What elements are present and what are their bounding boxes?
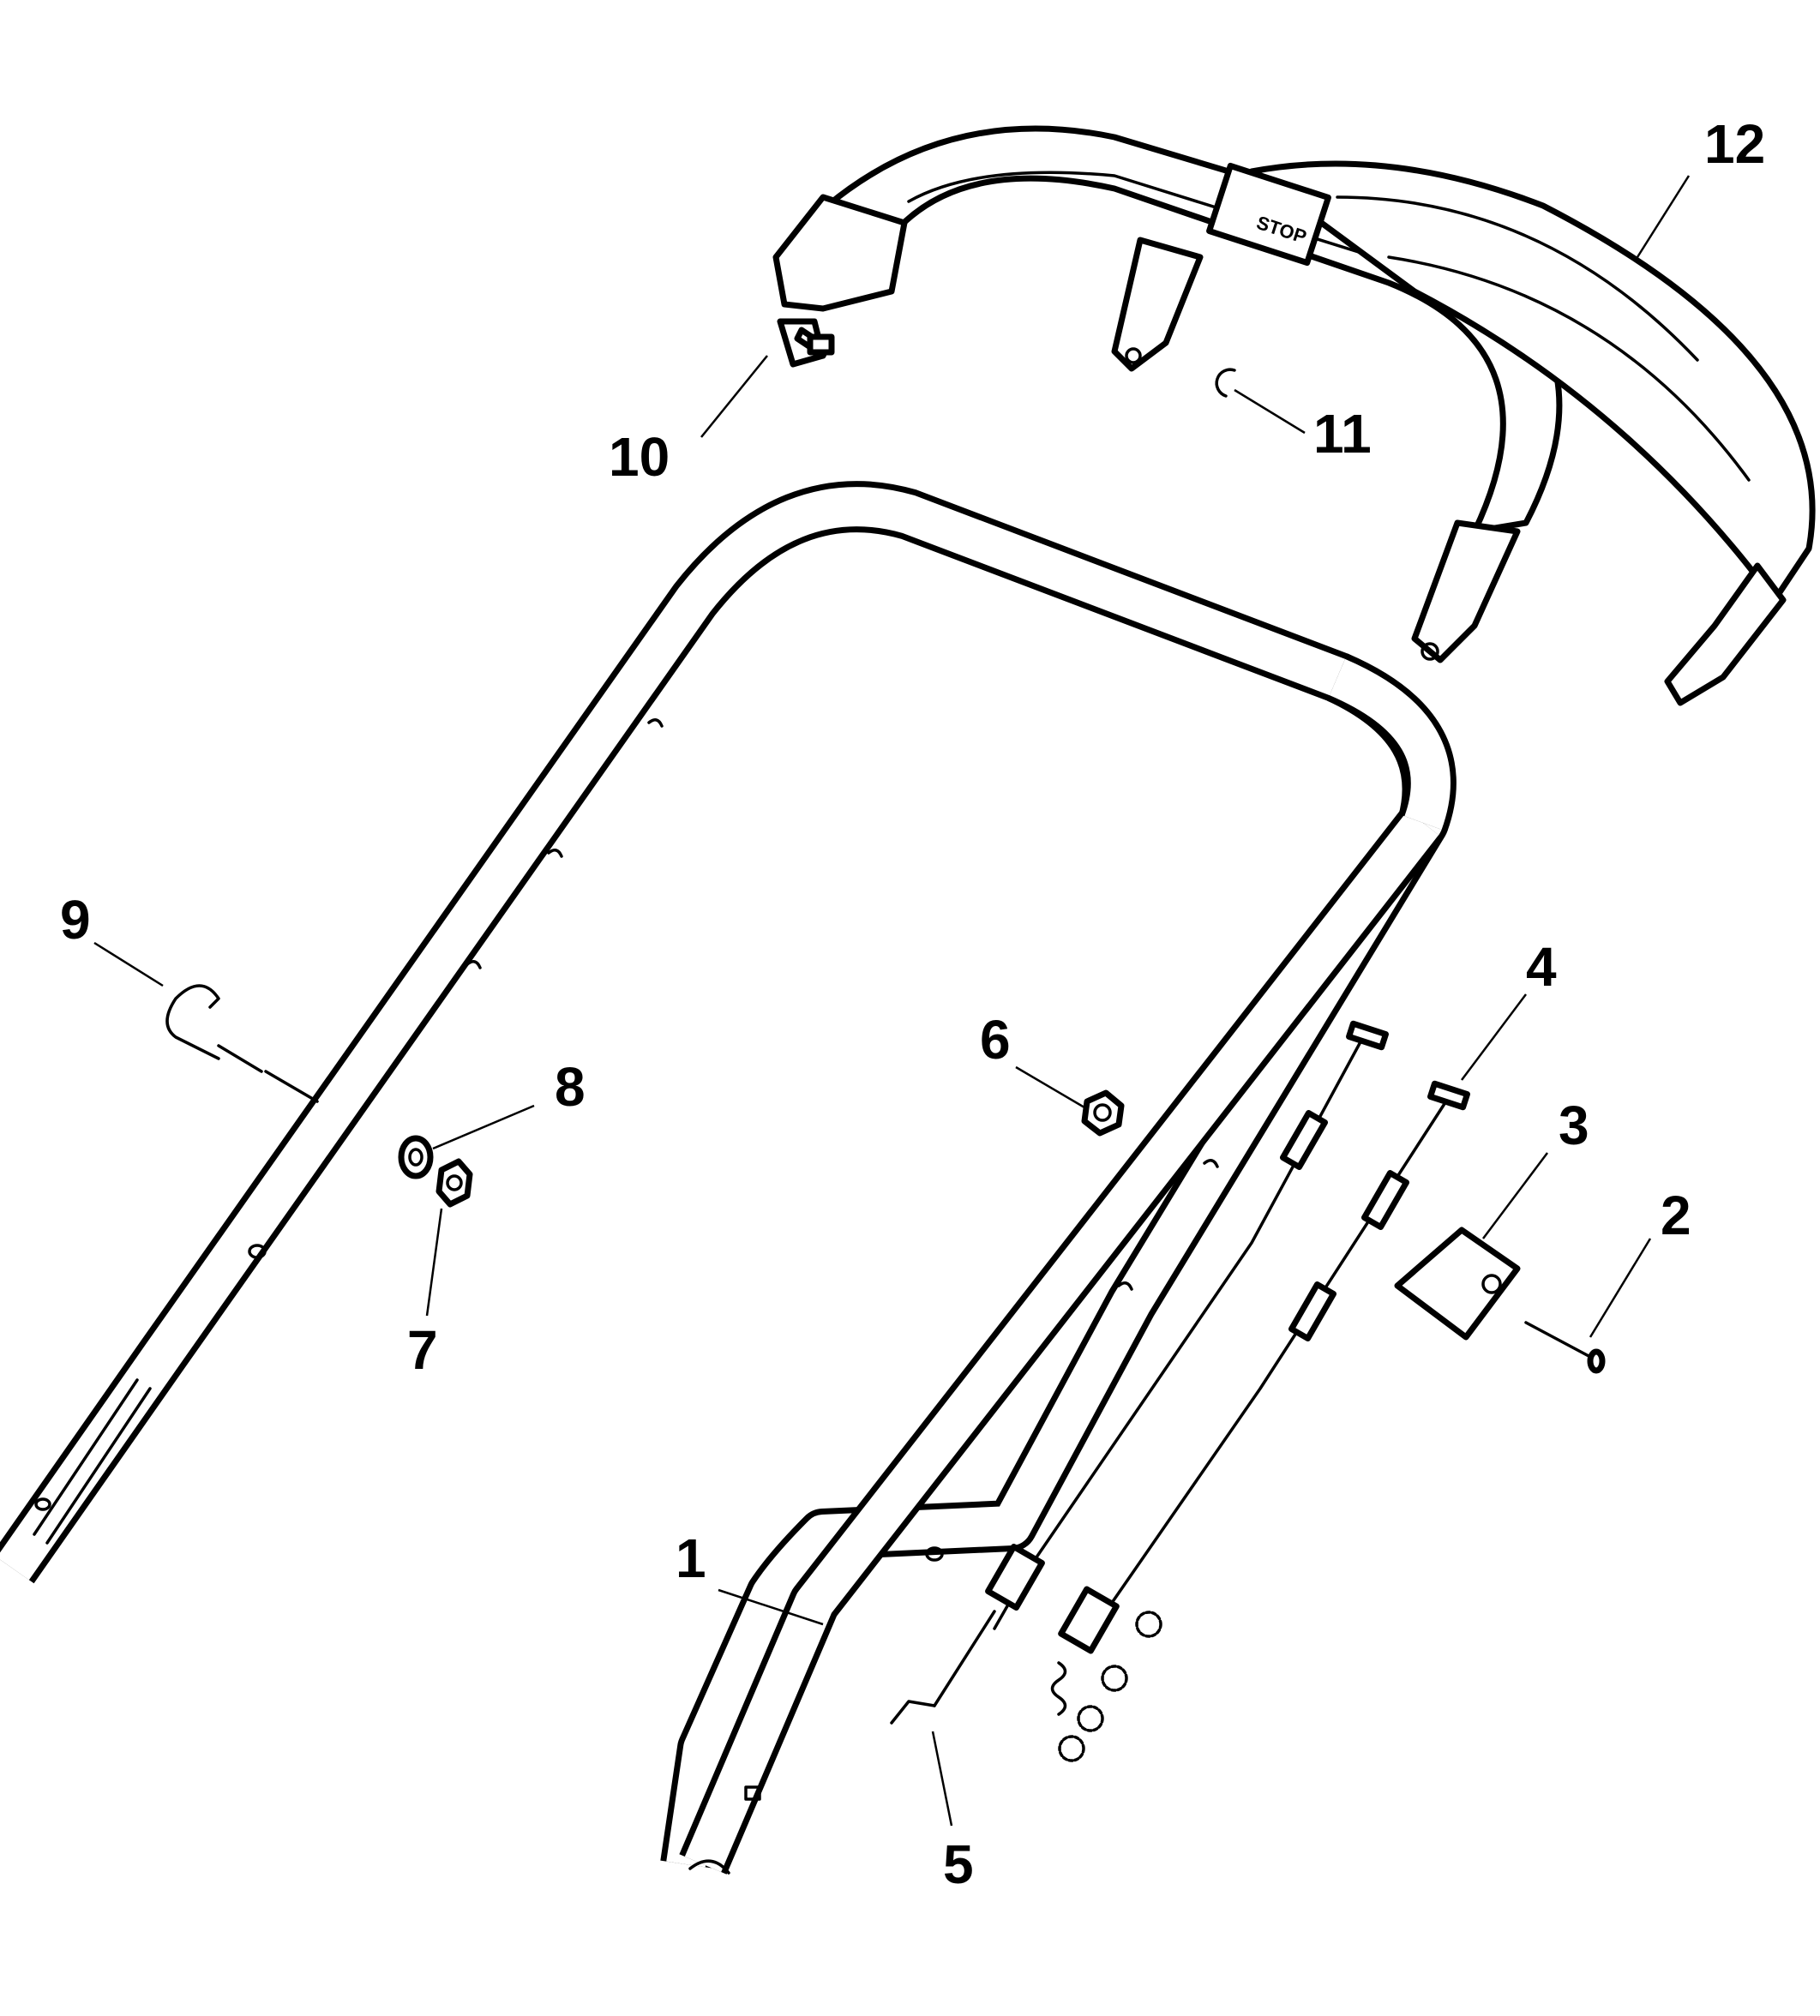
callout-11: 11 <box>1313 403 1372 465</box>
part-4-cables <box>890 1020 1470 1762</box>
part-7-nut <box>435 1158 473 1208</box>
part-1-lower-handle <box>0 481 1457 1875</box>
callout-3: 3 <box>1559 1095 1589 1156</box>
callout-5: 5 <box>943 1833 974 1895</box>
callout-12: 12 <box>1704 113 1765 175</box>
part-2-screw <box>1524 1321 1606 1374</box>
leader-lines <box>93 175 1691 1827</box>
part-9-hook <box>165 984 319 1103</box>
callout-2: 2 <box>1661 1185 1691 1246</box>
part-11-clip <box>1215 368 1236 398</box>
callout-8: 8 <box>555 1056 586 1118</box>
callout-10: 10 <box>609 426 670 488</box>
callout-6: 6 <box>980 1009 1011 1071</box>
callout-9: 9 <box>60 889 91 951</box>
part-6-nut <box>1081 1089 1125 1137</box>
callout-4: 4 <box>1526 936 1557 998</box>
callout-1: 1 <box>676 1527 706 1589</box>
part-12-upper-handle: STOP <box>772 125 1816 706</box>
callout-7: 7 <box>407 1319 438 1381</box>
part-3-block <box>1394 1227 1521 1341</box>
callout-numbers: 1 2 3 4 5 6 7 8 9 10 11 12 <box>60 113 1765 1895</box>
part-8-washer <box>398 1135 434 1179</box>
part-10-bolt <box>794 327 835 359</box>
